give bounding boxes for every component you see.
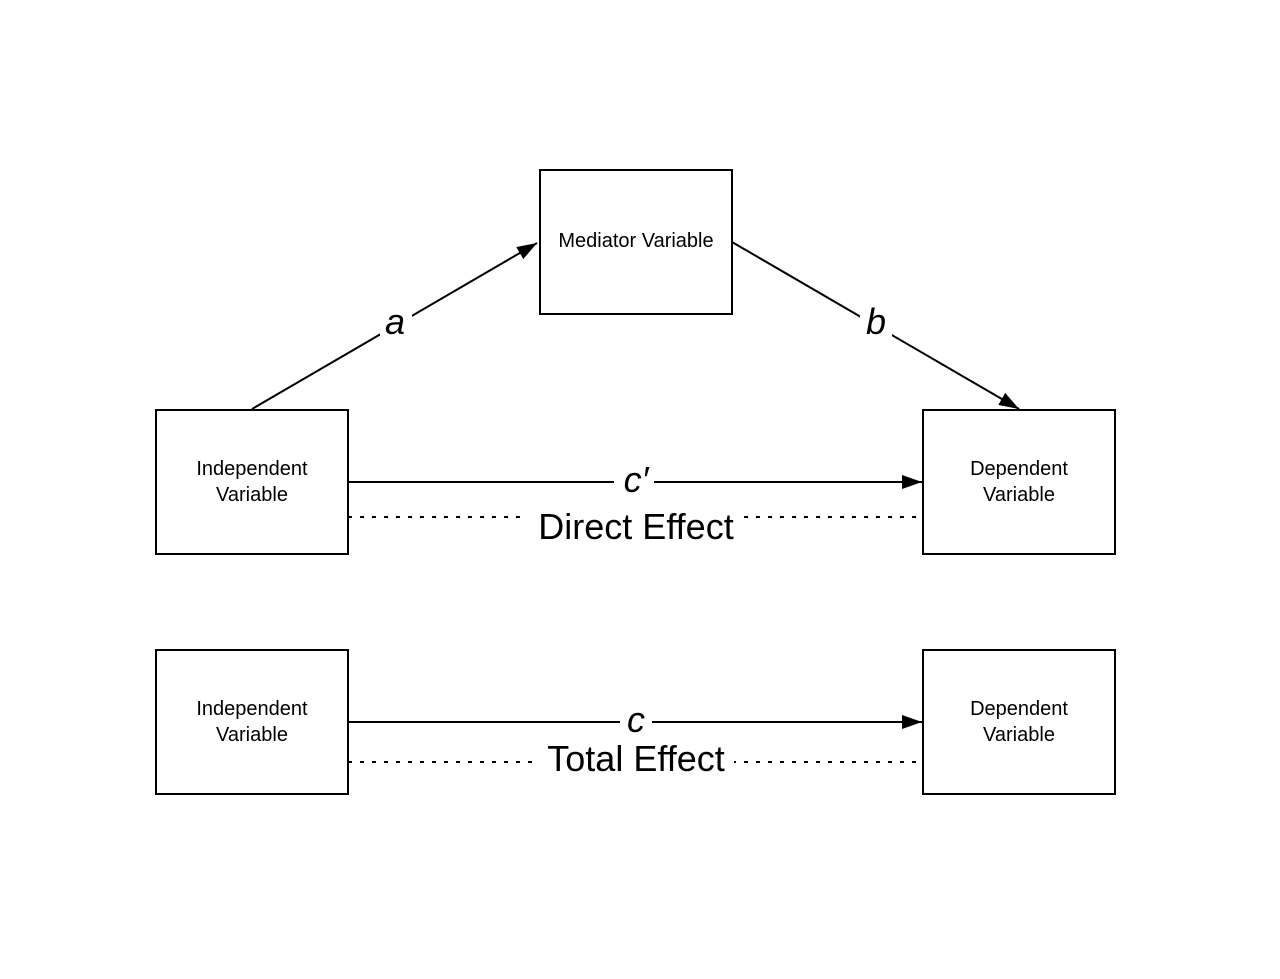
independent-variable-box: Independent Variable (155, 409, 349, 555)
total-dependent-variable-label-line2: Variable (983, 724, 1055, 746)
independent-variable-label-line2: Variable (216, 484, 288, 506)
total-independent-variable-label-line1: Independent (196, 698, 308, 720)
mediator-variable-label: Mediator Variable (558, 230, 713, 252)
dependent-variable-label-line2: Variable (983, 484, 1055, 506)
path-c-label: c (627, 699, 645, 740)
path-a-label: a (385, 301, 405, 342)
total-independent-variable-box: Independent Variable (155, 649, 349, 795)
direct-effect-label: Direct Effect (538, 506, 733, 547)
dependent-variable-box: Dependent Variable (922, 409, 1116, 555)
total-dependent-variable-box: Dependent Variable (922, 649, 1116, 795)
total-effect-label: Total Effect (547, 738, 724, 779)
total-dependent-variable-label-line1: Dependent (970, 698, 1068, 720)
total-independent-variable-label-line2: Variable (216, 724, 288, 746)
path-b-label: b (866, 301, 886, 342)
independent-variable-label-line1: Independent (196, 458, 308, 480)
path-c-prime-label: c′ (624, 459, 650, 500)
mediator-variable-box: Mediator Variable (539, 169, 733, 315)
dependent-variable-label-line1: Dependent (970, 458, 1068, 480)
